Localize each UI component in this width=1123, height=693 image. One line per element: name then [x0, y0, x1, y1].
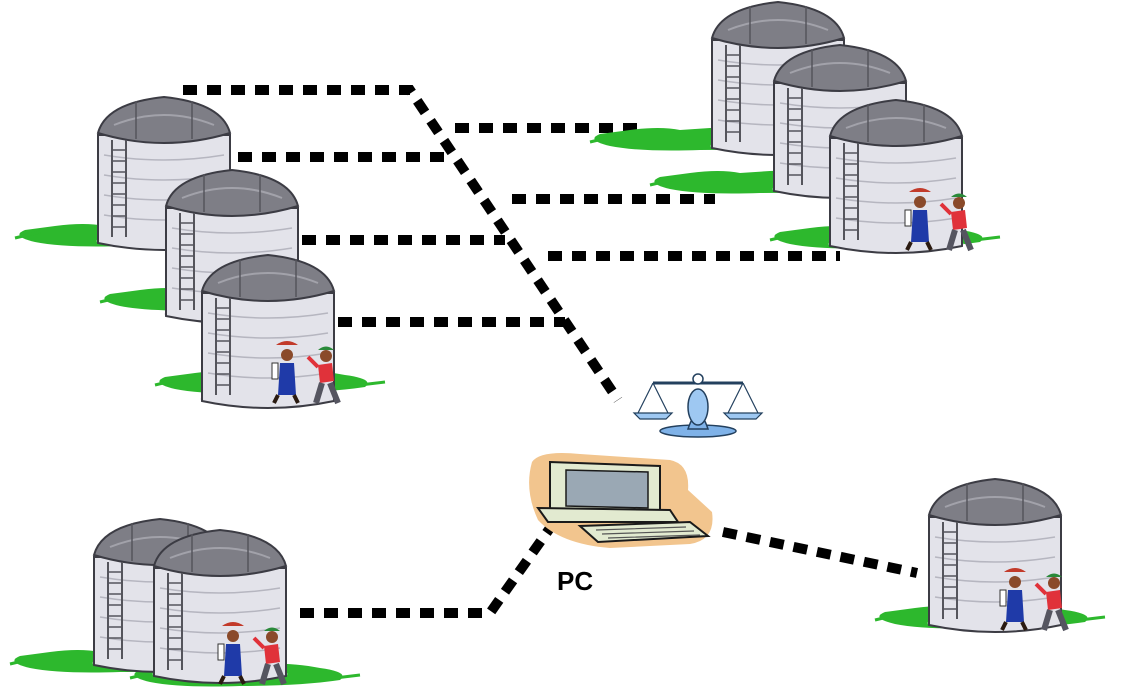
silo-group-lower-right [873, 478, 1107, 633]
main-trunk-line [183, 85, 623, 403]
grain-silo-icon [199, 254, 337, 409]
silo-group-upper-right [588, 1, 1002, 254]
link-pc-left-silos [300, 525, 555, 618]
grain-silo-icon [926, 478, 1064, 633]
desktop-computer-icon [529, 453, 713, 548]
silo-group-upper-left [13, 96, 387, 409]
link-pc-right-silo [721, 527, 919, 578]
silo-group-lower-left [8, 518, 362, 688]
connection-lines [183, 85, 919, 618]
pc-label: PC [557, 566, 593, 596]
grain-silo-icon [827, 99, 965, 254]
weighing-scale-icon [632, 373, 764, 438]
